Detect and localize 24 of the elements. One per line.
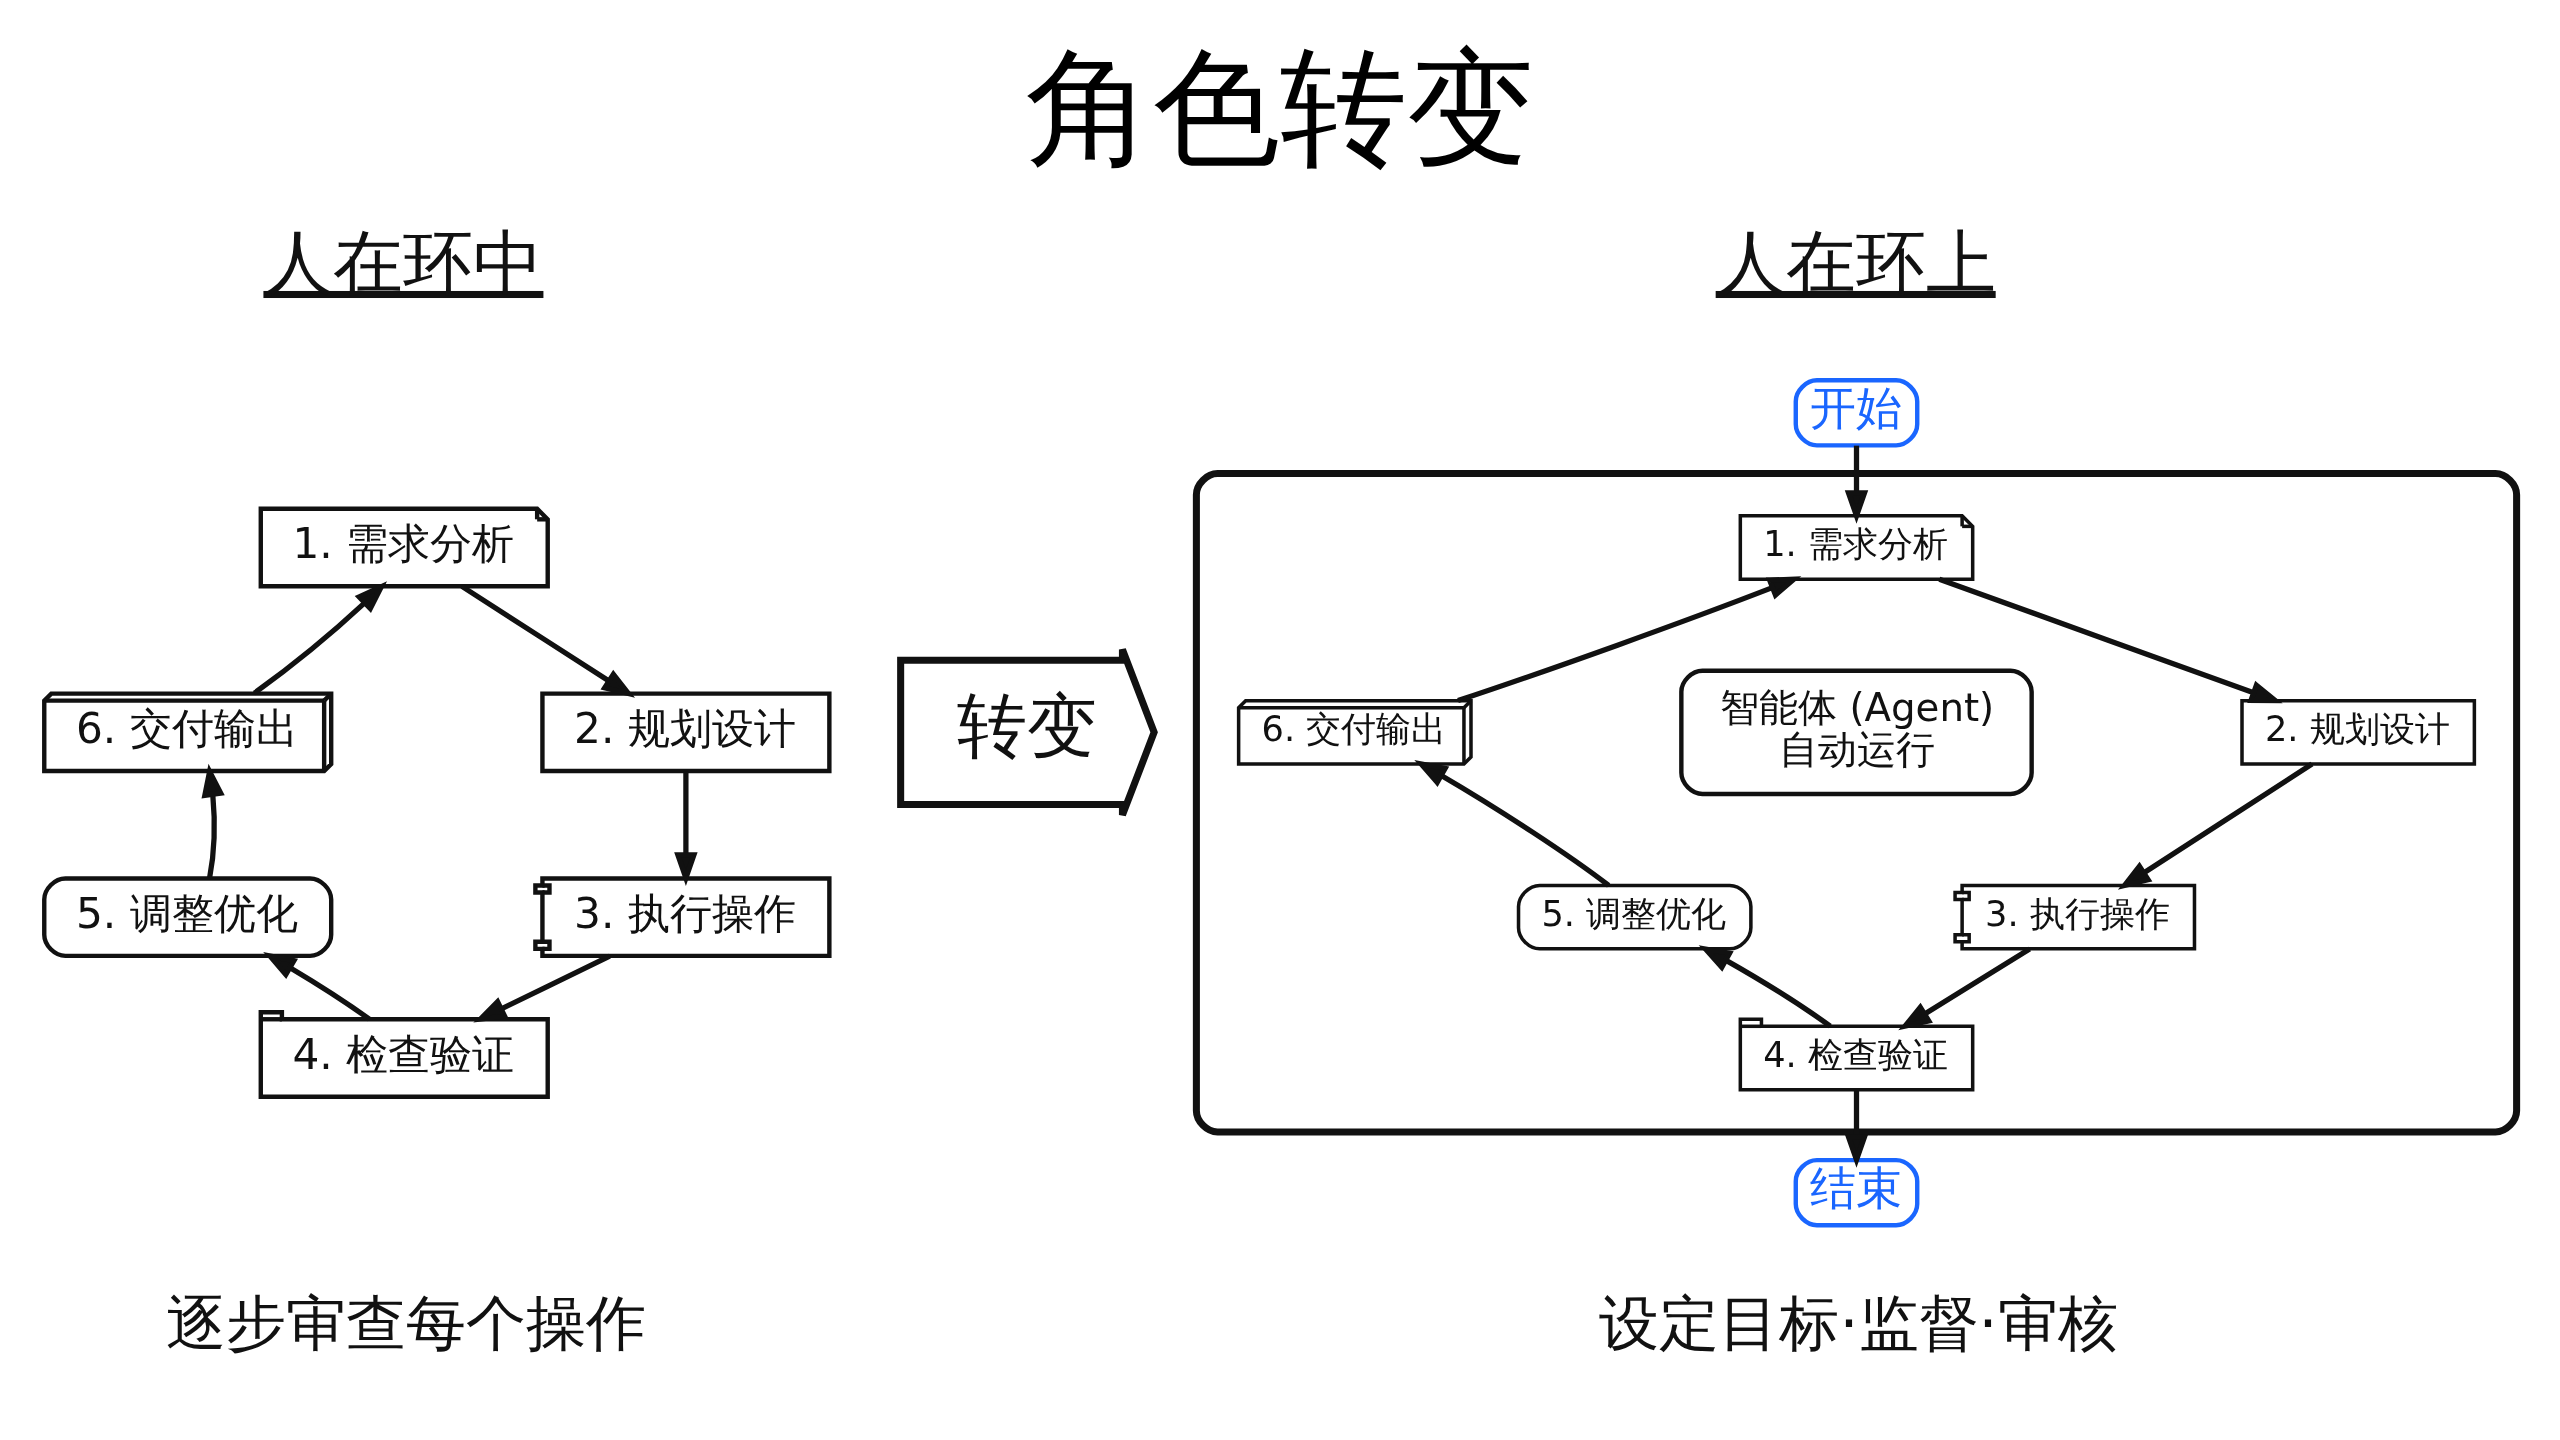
- arrow: [1414, 760, 1611, 888]
- arrow: [1844, 445, 1869, 524]
- node-box: 5. 调整优化: [1516, 883, 1753, 951]
- arrow: [1457, 576, 1802, 704]
- arrow: [1844, 1090, 1869, 1168]
- node-box: 2. 规划设计: [540, 691, 832, 774]
- node-box: 开始: [1793, 378, 1920, 448]
- node-box: 智能体 (Agent) 自动运行: [1679, 668, 2034, 797]
- label: 设定目标·监督·审核: [1599, 1287, 2118, 1358]
- node-box: 5. 调整优化: [42, 876, 334, 959]
- arrow: [1698, 945, 1832, 1029]
- label: 人在环中: [263, 221, 544, 304]
- arrow: [201, 763, 225, 879]
- arrow: [674, 771, 698, 886]
- arrow: [473, 953, 611, 1023]
- arrow: [1938, 576, 2283, 704]
- arrow: [263, 952, 371, 1022]
- label: 人在环上: [1715, 221, 1996, 304]
- diagram-title: 角色转变: [1025, 34, 1534, 183]
- arrow: [1898, 946, 2032, 1031]
- label: 逐步审查每个操作: [165, 1287, 646, 1358]
- node-box: 2. 规划设计: [2240, 698, 2477, 766]
- node-box: 结束: [1793, 1157, 1920, 1228]
- arrow: [2117, 761, 2314, 890]
